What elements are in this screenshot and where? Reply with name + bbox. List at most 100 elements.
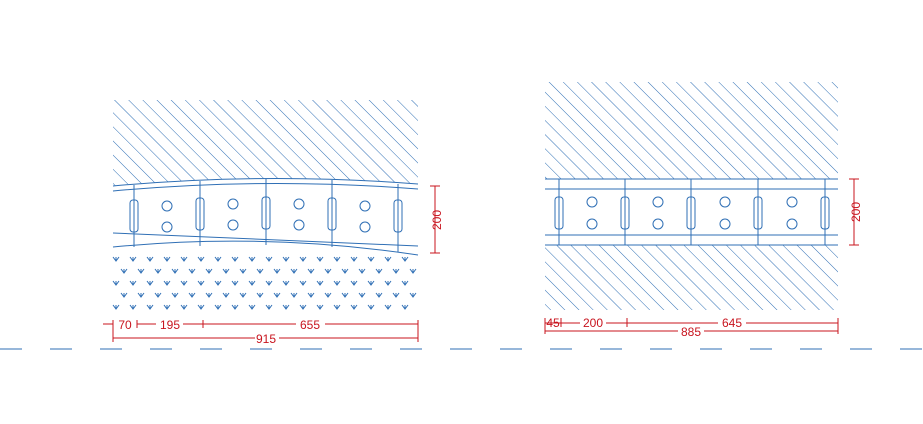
soil-symbol xyxy=(248,280,256,286)
soil-symbol xyxy=(163,280,171,286)
soil-symbol xyxy=(282,280,290,286)
soil-symbol xyxy=(231,280,239,286)
soil-symbol xyxy=(350,256,358,262)
soil-symbol xyxy=(171,292,179,298)
soil-symbol xyxy=(163,304,171,310)
soil-symbol xyxy=(197,280,205,286)
soil-symbol xyxy=(350,280,358,286)
soil-symbol xyxy=(409,268,417,274)
soil-symbol xyxy=(239,268,247,274)
soil-symbol xyxy=(273,292,281,298)
soil-symbol xyxy=(154,268,162,274)
soil-symbol xyxy=(367,280,375,286)
soil-symbol xyxy=(205,268,213,274)
left-dim-1: 70 xyxy=(118,318,132,332)
soil-symbol xyxy=(350,304,358,310)
soil-symbol xyxy=(222,292,230,298)
left-joints xyxy=(133,179,399,252)
soil-symbol xyxy=(333,256,341,262)
soil-symbol xyxy=(112,280,120,286)
left-dim-total: 915 xyxy=(256,332,276,346)
soil-symbol xyxy=(375,292,383,298)
soil-symbol xyxy=(197,304,205,310)
left-height-dimension: 200 xyxy=(430,185,444,254)
soil-symbol xyxy=(367,256,375,262)
soil-symbol xyxy=(384,256,392,262)
soil-symbol xyxy=(409,292,417,298)
soil-symbol xyxy=(401,256,409,262)
soil-symbol xyxy=(290,292,298,298)
left-rock-hatch xyxy=(113,100,418,186)
right-rock-hatch-bottom xyxy=(545,245,838,310)
soil-symbol xyxy=(129,280,137,286)
soil-symbol xyxy=(299,256,307,262)
soil-symbol xyxy=(120,268,128,274)
soil-symbol xyxy=(392,292,400,298)
soil-symbol xyxy=(146,256,154,262)
soil-symbol xyxy=(392,268,400,274)
right-joints xyxy=(558,179,826,245)
soil-symbol xyxy=(146,280,154,286)
left-bottom-dimensions: 70 195 655 915 xyxy=(103,318,419,346)
soil-symbol xyxy=(214,304,222,310)
left-lining-bottom-inner xyxy=(112,232,419,247)
soil-symbol xyxy=(299,304,307,310)
soil-symbol xyxy=(384,280,392,286)
soil-symbol xyxy=(282,304,290,310)
soil-symbol xyxy=(180,280,188,286)
right-height-label: 200 xyxy=(849,202,863,222)
soil-symbol xyxy=(188,268,196,274)
soil-symbol xyxy=(180,256,188,262)
soil-symbol xyxy=(324,292,332,298)
soil-symbol xyxy=(154,292,162,298)
left-bolt-holes xyxy=(161,198,371,233)
soil-symbol xyxy=(401,304,409,310)
soil-symbol xyxy=(375,268,383,274)
soil-symbol xyxy=(120,292,128,298)
soil-symbol xyxy=(146,304,154,310)
soil-symbol xyxy=(137,268,145,274)
soil-symbol xyxy=(129,256,137,262)
soil-symbol xyxy=(333,280,341,286)
soil-symbol xyxy=(265,304,273,310)
soil-symbol xyxy=(188,292,196,298)
soil-symbol xyxy=(197,256,205,262)
left-lining-top-inner xyxy=(112,182,419,192)
soil-symbol xyxy=(273,268,281,274)
right-dim-3: 645 xyxy=(722,316,742,330)
left-height-label: 200 xyxy=(430,210,444,230)
soil-symbol xyxy=(214,280,222,286)
soil-symbol xyxy=(248,304,256,310)
soil-symbol xyxy=(256,292,264,298)
soil-symbol xyxy=(222,268,230,274)
right-bolt-holes xyxy=(586,196,798,230)
soil-symbol xyxy=(316,280,324,286)
soil-symbol xyxy=(282,256,290,262)
right-dim-1: 45 xyxy=(546,316,560,330)
soil-symbol xyxy=(214,256,222,262)
soil-symbol xyxy=(129,304,137,310)
soil-symbol xyxy=(180,304,188,310)
right-slots xyxy=(554,196,830,230)
left-section: 200 70 195 655 915 xyxy=(103,100,444,346)
soil-symbol xyxy=(256,268,264,274)
soil-symbol xyxy=(290,268,298,274)
soil-symbol xyxy=(299,280,307,286)
soil-symbol xyxy=(401,280,409,286)
soil-symbol xyxy=(307,268,315,274)
soil-symbol xyxy=(341,292,349,298)
soil-symbol xyxy=(231,304,239,310)
soil-symbol xyxy=(358,268,366,274)
soil-symbol xyxy=(112,304,120,310)
soil-symbol xyxy=(231,256,239,262)
left-dim-3: 655 xyxy=(300,318,320,332)
right-bottom-dimensions: 45 200 645 885 xyxy=(544,316,839,339)
soil-symbol xyxy=(205,292,213,298)
right-dim-2: 200 xyxy=(583,316,603,330)
right-rock-hatch-top xyxy=(545,82,838,179)
soil-symbol xyxy=(307,292,315,298)
left-lining-bottom-outer xyxy=(112,240,419,256)
soil-symbol xyxy=(384,304,392,310)
soil-symbol xyxy=(316,256,324,262)
